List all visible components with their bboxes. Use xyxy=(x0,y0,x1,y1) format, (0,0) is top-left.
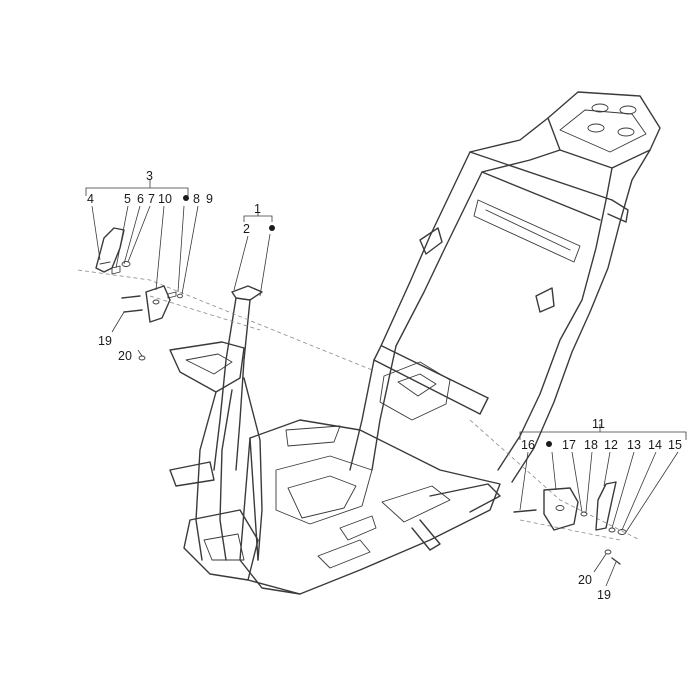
callout-19-right: 19 xyxy=(597,588,611,602)
callout-20-right: 20 xyxy=(578,573,592,587)
callout-20-left: 20 xyxy=(118,349,132,363)
assembly-lines xyxy=(77,269,641,541)
callout-5: 5 xyxy=(124,192,131,206)
bullet-marker-16 xyxy=(546,441,552,447)
callout-19-left: 19 xyxy=(98,334,112,348)
callout-3: 3 xyxy=(146,169,153,183)
callout-labels: 3 4 5 6 7 10 8 9 1 2 19 20 11 16 17 18 1… xyxy=(87,169,682,602)
callout-8: 8 xyxy=(193,192,200,206)
bullet-marker-2 xyxy=(269,225,275,231)
right-bracket-parts xyxy=(513,481,627,565)
callout-12: 12 xyxy=(604,438,618,452)
callout-13: 13 xyxy=(627,438,641,452)
leader-lines xyxy=(85,180,687,587)
callout-2: 2 xyxy=(243,222,250,236)
callout-11: 11 xyxy=(592,417,605,431)
callout-15: 15 xyxy=(668,438,682,452)
callout-9: 9 xyxy=(206,192,213,206)
callout-6: 6 xyxy=(137,192,144,206)
callout-18: 18 xyxy=(584,438,598,452)
scooter-frame xyxy=(169,91,661,595)
callout-4: 4 xyxy=(87,192,94,206)
callout-1: 1 xyxy=(254,202,261,216)
callout-7: 7 xyxy=(148,192,155,206)
bullet-marker-8 xyxy=(183,195,189,201)
callout-14: 14 xyxy=(648,438,662,452)
callout-16: 16 xyxy=(521,438,535,452)
callout-10: 10 xyxy=(158,192,172,206)
callout-17: 17 xyxy=(562,438,576,452)
